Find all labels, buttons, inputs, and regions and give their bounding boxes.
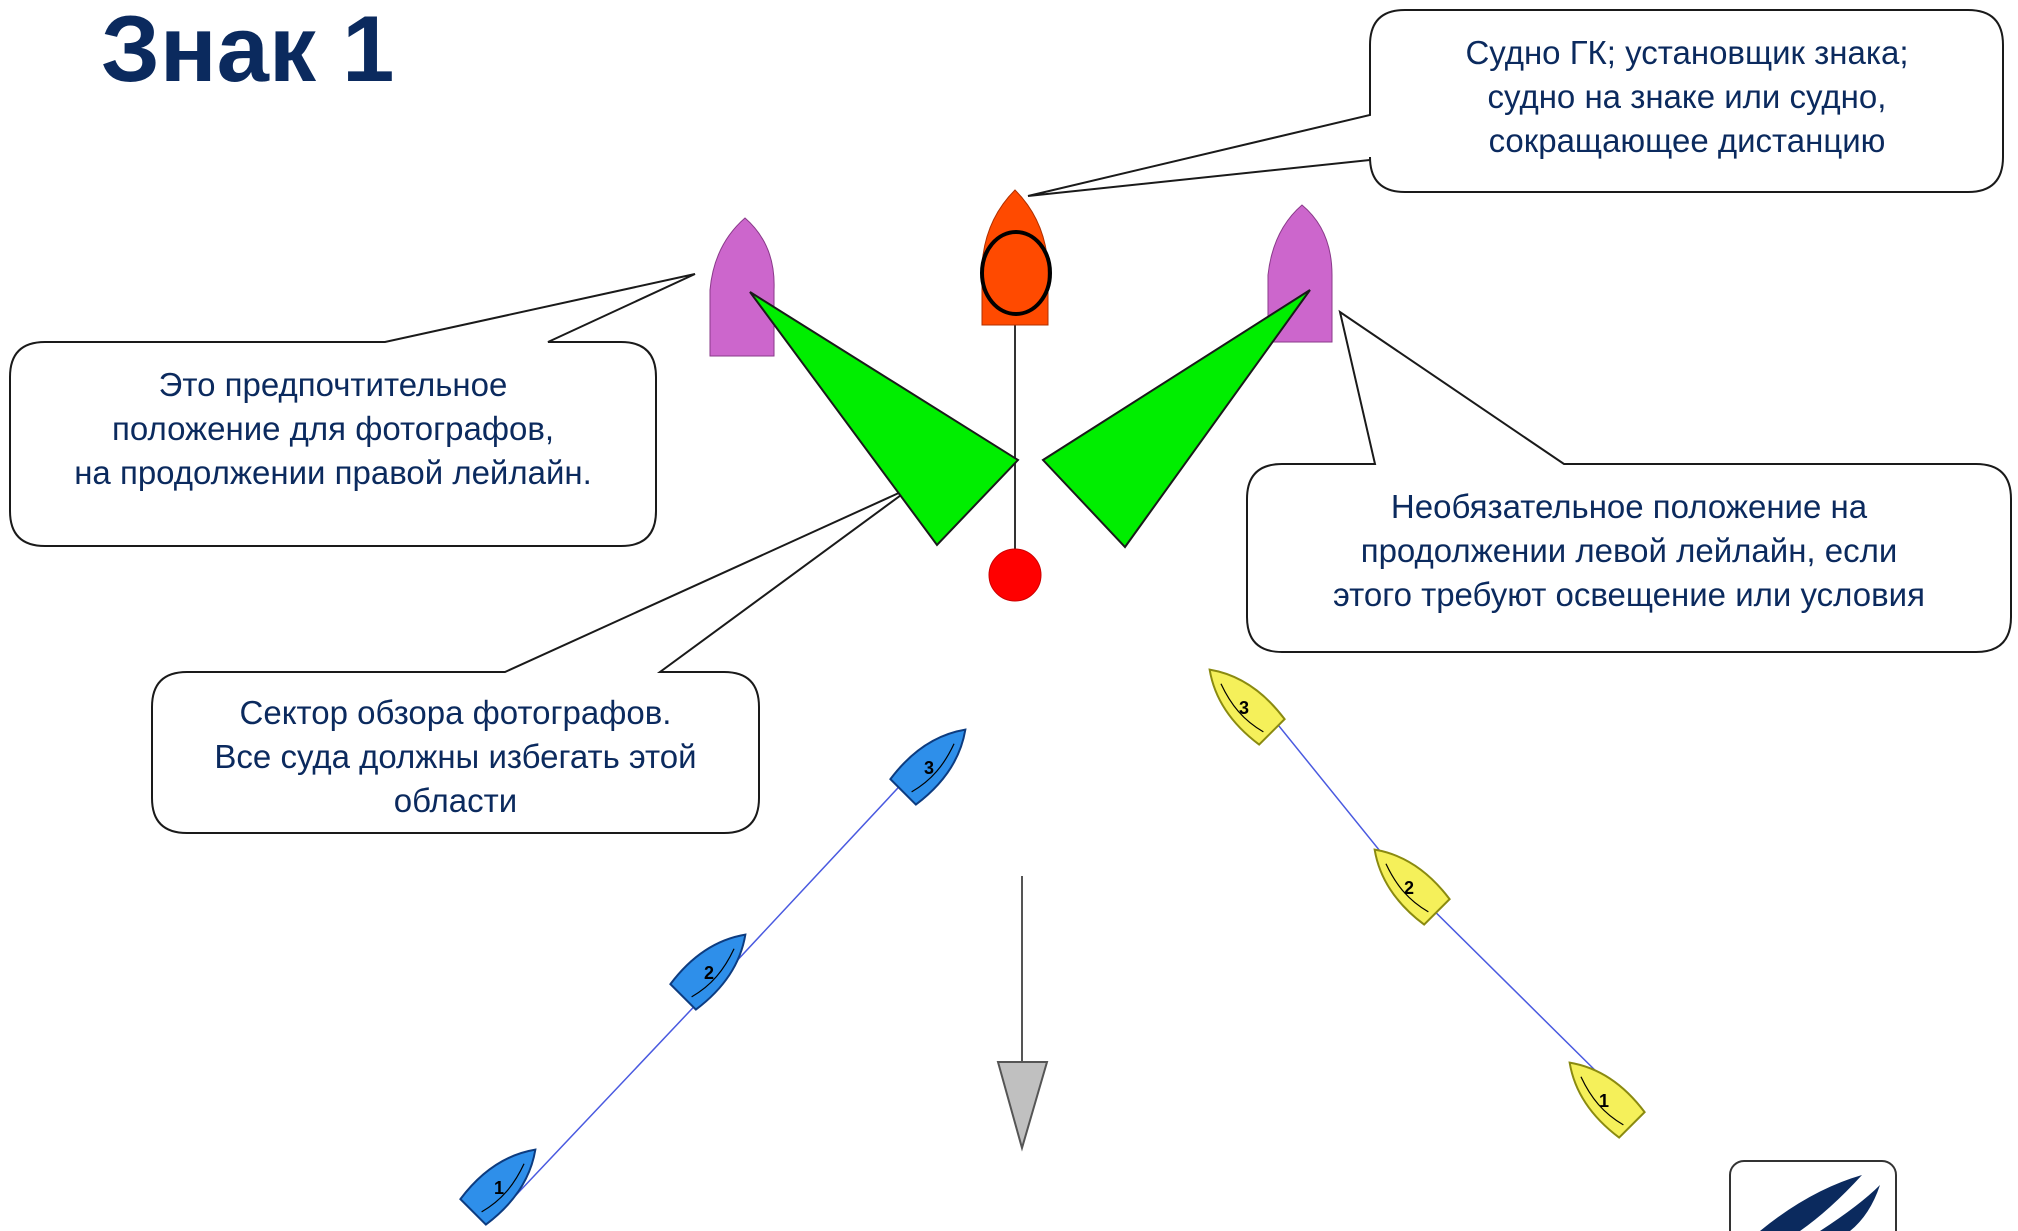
callout-committee-bubble xyxy=(1027,9,2004,197)
logo-icon xyxy=(1729,1160,1897,1231)
yellow-boat-label: 3 xyxy=(1239,698,1249,718)
callout-line: Это предпочтительное xyxy=(158,366,508,403)
callout-optional-bubble xyxy=(1246,309,2012,653)
yellow-boat-icon xyxy=(1568,1061,1646,1139)
callout-line: этого требуют освещение или условия xyxy=(1333,576,1925,613)
wind-arrow-icon xyxy=(996,1061,1049,1152)
blue-boat-icon xyxy=(669,933,747,1011)
view-sector-right xyxy=(1041,289,1311,549)
callout-optional-text: Необязательное положение на продолжении … xyxy=(1249,485,2009,617)
blue-boat-label: 3 xyxy=(924,758,934,778)
sail-line xyxy=(1385,863,1429,913)
callout-preferred-bubble xyxy=(9,273,696,547)
sail-line xyxy=(691,948,735,998)
callout-line: области xyxy=(393,782,518,819)
yellow-boat-label: 1 xyxy=(1599,1091,1609,1111)
callout-line: судно на знаке или судно, xyxy=(1487,78,1887,115)
yellow-boat-label: 2 xyxy=(1404,878,1414,898)
callout-sector-bubble xyxy=(151,486,913,834)
blue-boat-label: 1 xyxy=(494,1178,504,1198)
mark-buoy-icon xyxy=(988,548,1042,602)
sail-line xyxy=(1580,1076,1624,1126)
callout-preferred-text: Это предпочтительное положение для фотог… xyxy=(12,363,654,495)
sail-line xyxy=(1220,683,1264,733)
callout-line: Сектор обзора фотографов. xyxy=(239,694,672,731)
committee-boat-circle xyxy=(980,230,1052,316)
callout-line: на продолжении правой лейлайн. xyxy=(74,454,592,491)
view-sector-left xyxy=(749,291,1020,547)
yellow-boat-icon xyxy=(1373,848,1451,926)
callout-line: Необязательное положение на xyxy=(1390,488,1868,525)
callout-line: положение для фотографов, xyxy=(111,410,555,447)
callout-line: Все суда должны избегать этой xyxy=(214,738,697,775)
sail-line xyxy=(911,743,955,793)
blue-boat-icon xyxy=(459,1148,537,1226)
callout-line: Судно ГК; установщик знака; xyxy=(1465,34,1909,71)
callout-committee-text: Судно ГК; установщик знака; судно на зна… xyxy=(1372,31,2002,163)
callout-line: продолжении левой лейлайн, если xyxy=(1360,532,1898,569)
sail-line xyxy=(481,1163,525,1213)
blue-boat-icon xyxy=(889,728,967,806)
yellow-boat-icon xyxy=(1208,668,1286,746)
callout-line: сокращающее дистанцию xyxy=(1488,122,1886,159)
blue-boat-label: 2 xyxy=(704,963,714,983)
photo-boat-icon xyxy=(709,217,775,357)
page-title: Знак 1 xyxy=(101,0,395,101)
callout-sector-text: Сектор обзора фотографов. Все суда должн… xyxy=(154,691,757,823)
